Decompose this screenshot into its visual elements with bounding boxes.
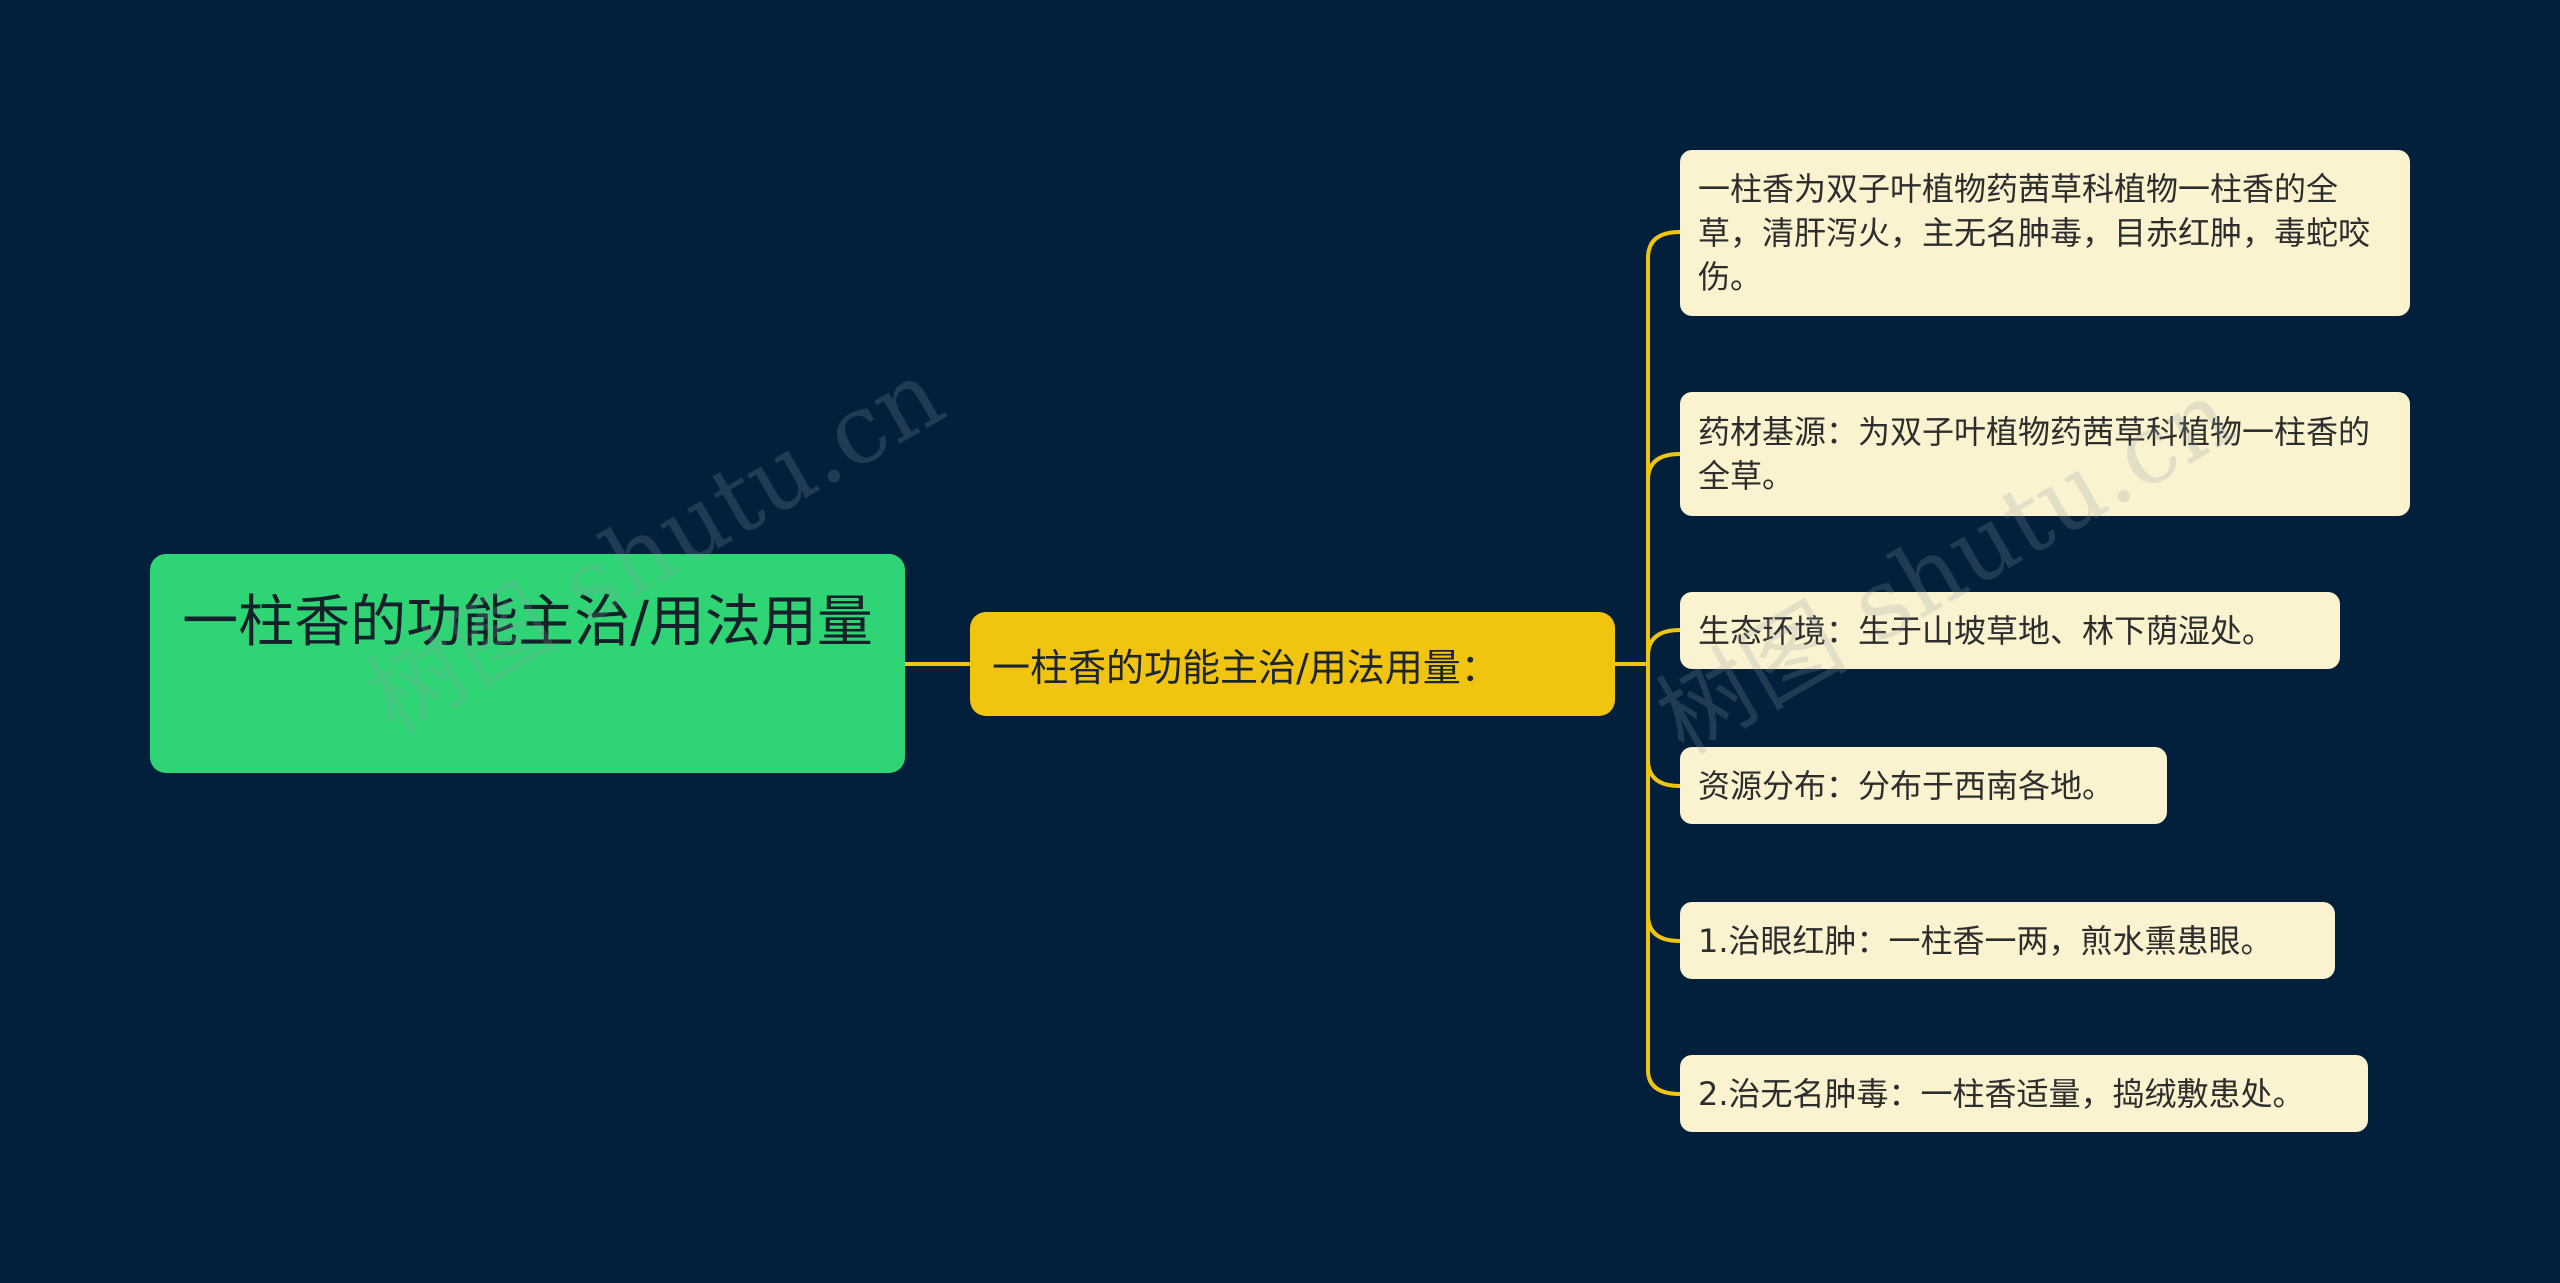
- branch-node[interactable]: 一柱香的功能主治/用法用量：: [970, 612, 1615, 716]
- leaf-1-connector: [1646, 230, 1681, 259]
- leaf-4-connector: [1646, 759, 1681, 788]
- leaf-node-text: 1.治眼红肿：一柱香一两，煎水熏患眼。: [1698, 921, 2273, 960]
- root-node[interactable]: 一柱香的功能主治/用法用量: [150, 554, 905, 773]
- leaf-node[interactable]: 2.治无名肿毒：一柱香适量，捣绒敷患处。: [1680, 1055, 2368, 1132]
- leaf-node[interactable]: 药材基源：为双子叶植物药茜草科植物一柱香的全草。: [1680, 392, 2410, 516]
- leaf-2-connector: [1646, 452, 1681, 481]
- leaf-node[interactable]: 1.治眼红肿：一柱香一两，煎水熏患眼。: [1680, 902, 2335, 979]
- leaf-node-text: 2.治无名肿毒：一柱香适量，捣绒敷患处。: [1698, 1074, 2305, 1113]
- leaf-6-connector: [1646, 1069, 1681, 1096]
- leaf-node[interactable]: 生态环境：生于山坡草地、林下荫湿处。: [1680, 592, 2340, 669]
- root-node-label: 一柱香的功能主治/用法用量: [182, 590, 873, 655]
- leaf-node-text: 资源分布：分布于西南各地。: [1698, 766, 2115, 805]
- branch-node-label: 一柱香的功能主治/用法用量：: [992, 645, 1499, 690]
- leaf-node-text: 一柱香为双子叶植物药茜草科植物一柱香的全草，清肝泻火，主无名肿毒，目赤红肿，毒蛇…: [1698, 170, 2371, 296]
- leaf-3-connector: [1646, 628, 1681, 657]
- leaf-node[interactable]: 一柱香为双子叶植物药茜草科植物一柱香的全草，清肝泻火，主无名肿毒，目赤红肿，毒蛇…: [1680, 150, 2410, 316]
- leaf-node[interactable]: 资源分布：分布于西南各地。: [1680, 747, 2167, 824]
- leaf-5-connector: [1646, 914, 1681, 943]
- leaf-node-text: 药材基源：为双子叶植物药茜草科植物一柱香的全草。: [1698, 413, 2371, 495]
- leaf-node-text: 生态环境：生于山坡草地、林下荫湿处。: [1698, 611, 2275, 650]
